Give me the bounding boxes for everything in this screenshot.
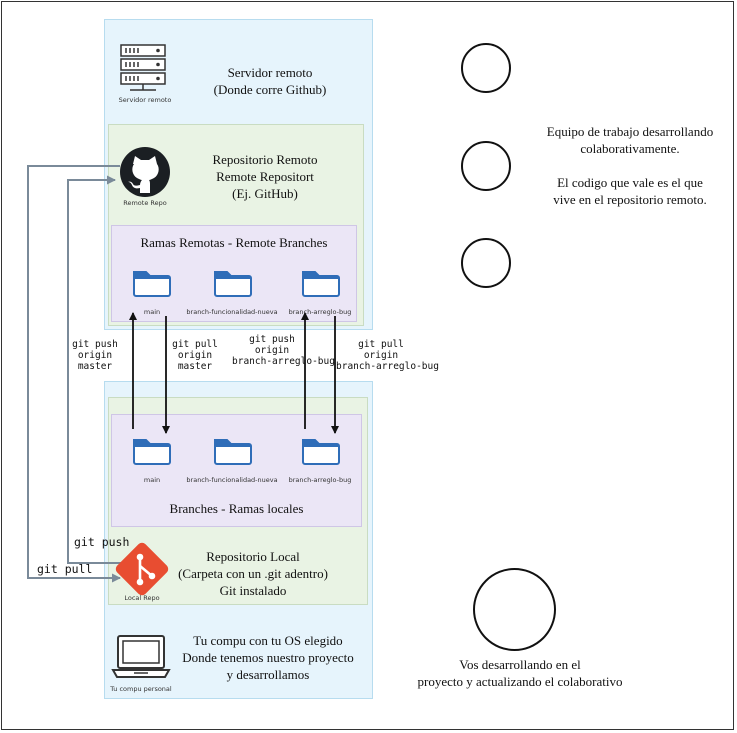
local-branches-title: Branches - Ramas locales xyxy=(169,501,304,516)
local-folder-label: branch-arreglo-bug xyxy=(288,476,352,484)
command-line: branch-arreglo-bug xyxy=(232,356,335,367)
local-repo-title-line1: Repositorio Local xyxy=(206,549,300,564)
push-bug-command: git push origin branch-arreglo-bug xyxy=(232,334,335,367)
server-icon-label: Servidor remoto xyxy=(118,96,172,104)
remote-folder-label: branch-arreglo-bug xyxy=(288,308,352,316)
local-computer-title-line1: Tu compu con tu OS elegido xyxy=(193,633,343,648)
command-line: branch-arreglo-bug xyxy=(336,361,439,372)
remote-repo-title-line2: Remote Repositort xyxy=(216,169,314,184)
remote-server-title-line: Servidor remoto xyxy=(227,65,313,80)
you-circle xyxy=(473,568,556,651)
remote-folder-bug xyxy=(300,270,340,298)
local-folder-main xyxy=(131,438,171,466)
git-icon-label: Local Repo xyxy=(124,594,160,602)
github-icon-label: Remote Repo xyxy=(123,199,167,207)
local-computer-title-line3: y desarrollamos xyxy=(226,667,310,682)
local-branches-container xyxy=(111,414,362,527)
local-folder-bug xyxy=(300,438,340,466)
team-member-circle xyxy=(461,43,511,93)
laptop-icon xyxy=(111,635,171,678)
push-repo-link xyxy=(67,175,134,564)
team-line: colaborativamente. xyxy=(580,141,680,156)
remote-folder-label: main xyxy=(143,308,161,316)
team-description: Equipo de trabajo desarrollando colabora… xyxy=(540,123,720,208)
remote-folder-main xyxy=(131,270,171,298)
laptop-icon-label: Tu compu personal xyxy=(110,685,172,693)
remote-server-title: Servidor remoto (Donde corre Github) xyxy=(190,64,350,98)
local-repo-title-line3: Git instalado xyxy=(219,583,287,598)
pull-repo-link xyxy=(27,165,121,583)
command-line: git push xyxy=(249,334,295,345)
team-member-circle xyxy=(461,141,511,191)
local-folder-label: main xyxy=(143,476,161,484)
local-folder-label: branch-funcionalidad-nueva xyxy=(186,476,278,484)
command-line: origin xyxy=(77,350,113,361)
remote-branches-title: Ramas Remotas - Remote Branches xyxy=(140,235,328,250)
command-line: origin xyxy=(363,350,399,361)
remote-repo-title: Repositorio Remoto Remote Repositort (Ej… xyxy=(190,151,340,202)
command-line: git pull xyxy=(172,339,218,350)
local-repo-title-line2: (Carpeta con un .git adentro) xyxy=(178,566,328,581)
command-line: origin xyxy=(177,350,213,361)
local-computer-title-line2: Donde tenemos nuestro proyecto xyxy=(182,650,354,665)
github-icon xyxy=(120,147,170,197)
local-folder-feature xyxy=(212,438,252,466)
team-line: Equipo de trabajo desarrollando xyxy=(546,124,714,139)
remote-server-subtitle-line: (Donde corre Github) xyxy=(213,82,327,97)
remote-folder-feature xyxy=(212,270,252,298)
remote-repo-title-line3: (Ej. GitHub) xyxy=(232,186,298,201)
you-line: Vos desarrollando en el xyxy=(459,657,581,672)
pull-repo-label: git pull xyxy=(37,562,93,576)
team-member-circle xyxy=(461,238,511,288)
command-line: master xyxy=(177,361,213,372)
pull-main-command: git pull origin master xyxy=(160,339,230,372)
you-line: proyecto y actualizando el colaborativo xyxy=(417,674,623,689)
push-repo-label: git push xyxy=(74,535,130,549)
git-icon xyxy=(115,542,169,596)
you-description: Vos desarrollando en el proyecto y actua… xyxy=(410,656,630,690)
command-line: origin xyxy=(254,345,290,356)
team-line: vive en el repositorio remoto. xyxy=(553,192,707,207)
push-main-command: git push origin master xyxy=(60,339,130,372)
local-repo-title: Repositorio Local (Carpeta con un .git a… xyxy=(168,548,338,599)
command-line: master xyxy=(77,361,113,372)
remote-folder-label: branch-funcionalidad-nueva xyxy=(186,308,278,316)
pull-bug-command: git pull origin branch-arreglo-bug xyxy=(336,339,439,372)
server-icon xyxy=(120,44,166,91)
remote-repo-title-line1: Repositorio Remoto xyxy=(212,152,318,167)
team-line: El codigo que vale es el que xyxy=(557,175,703,190)
command-line: git push xyxy=(72,339,118,350)
local-computer-title: Tu compu con tu OS elegido Donde tenemos… xyxy=(175,632,361,683)
command-line: git pull xyxy=(358,339,404,350)
